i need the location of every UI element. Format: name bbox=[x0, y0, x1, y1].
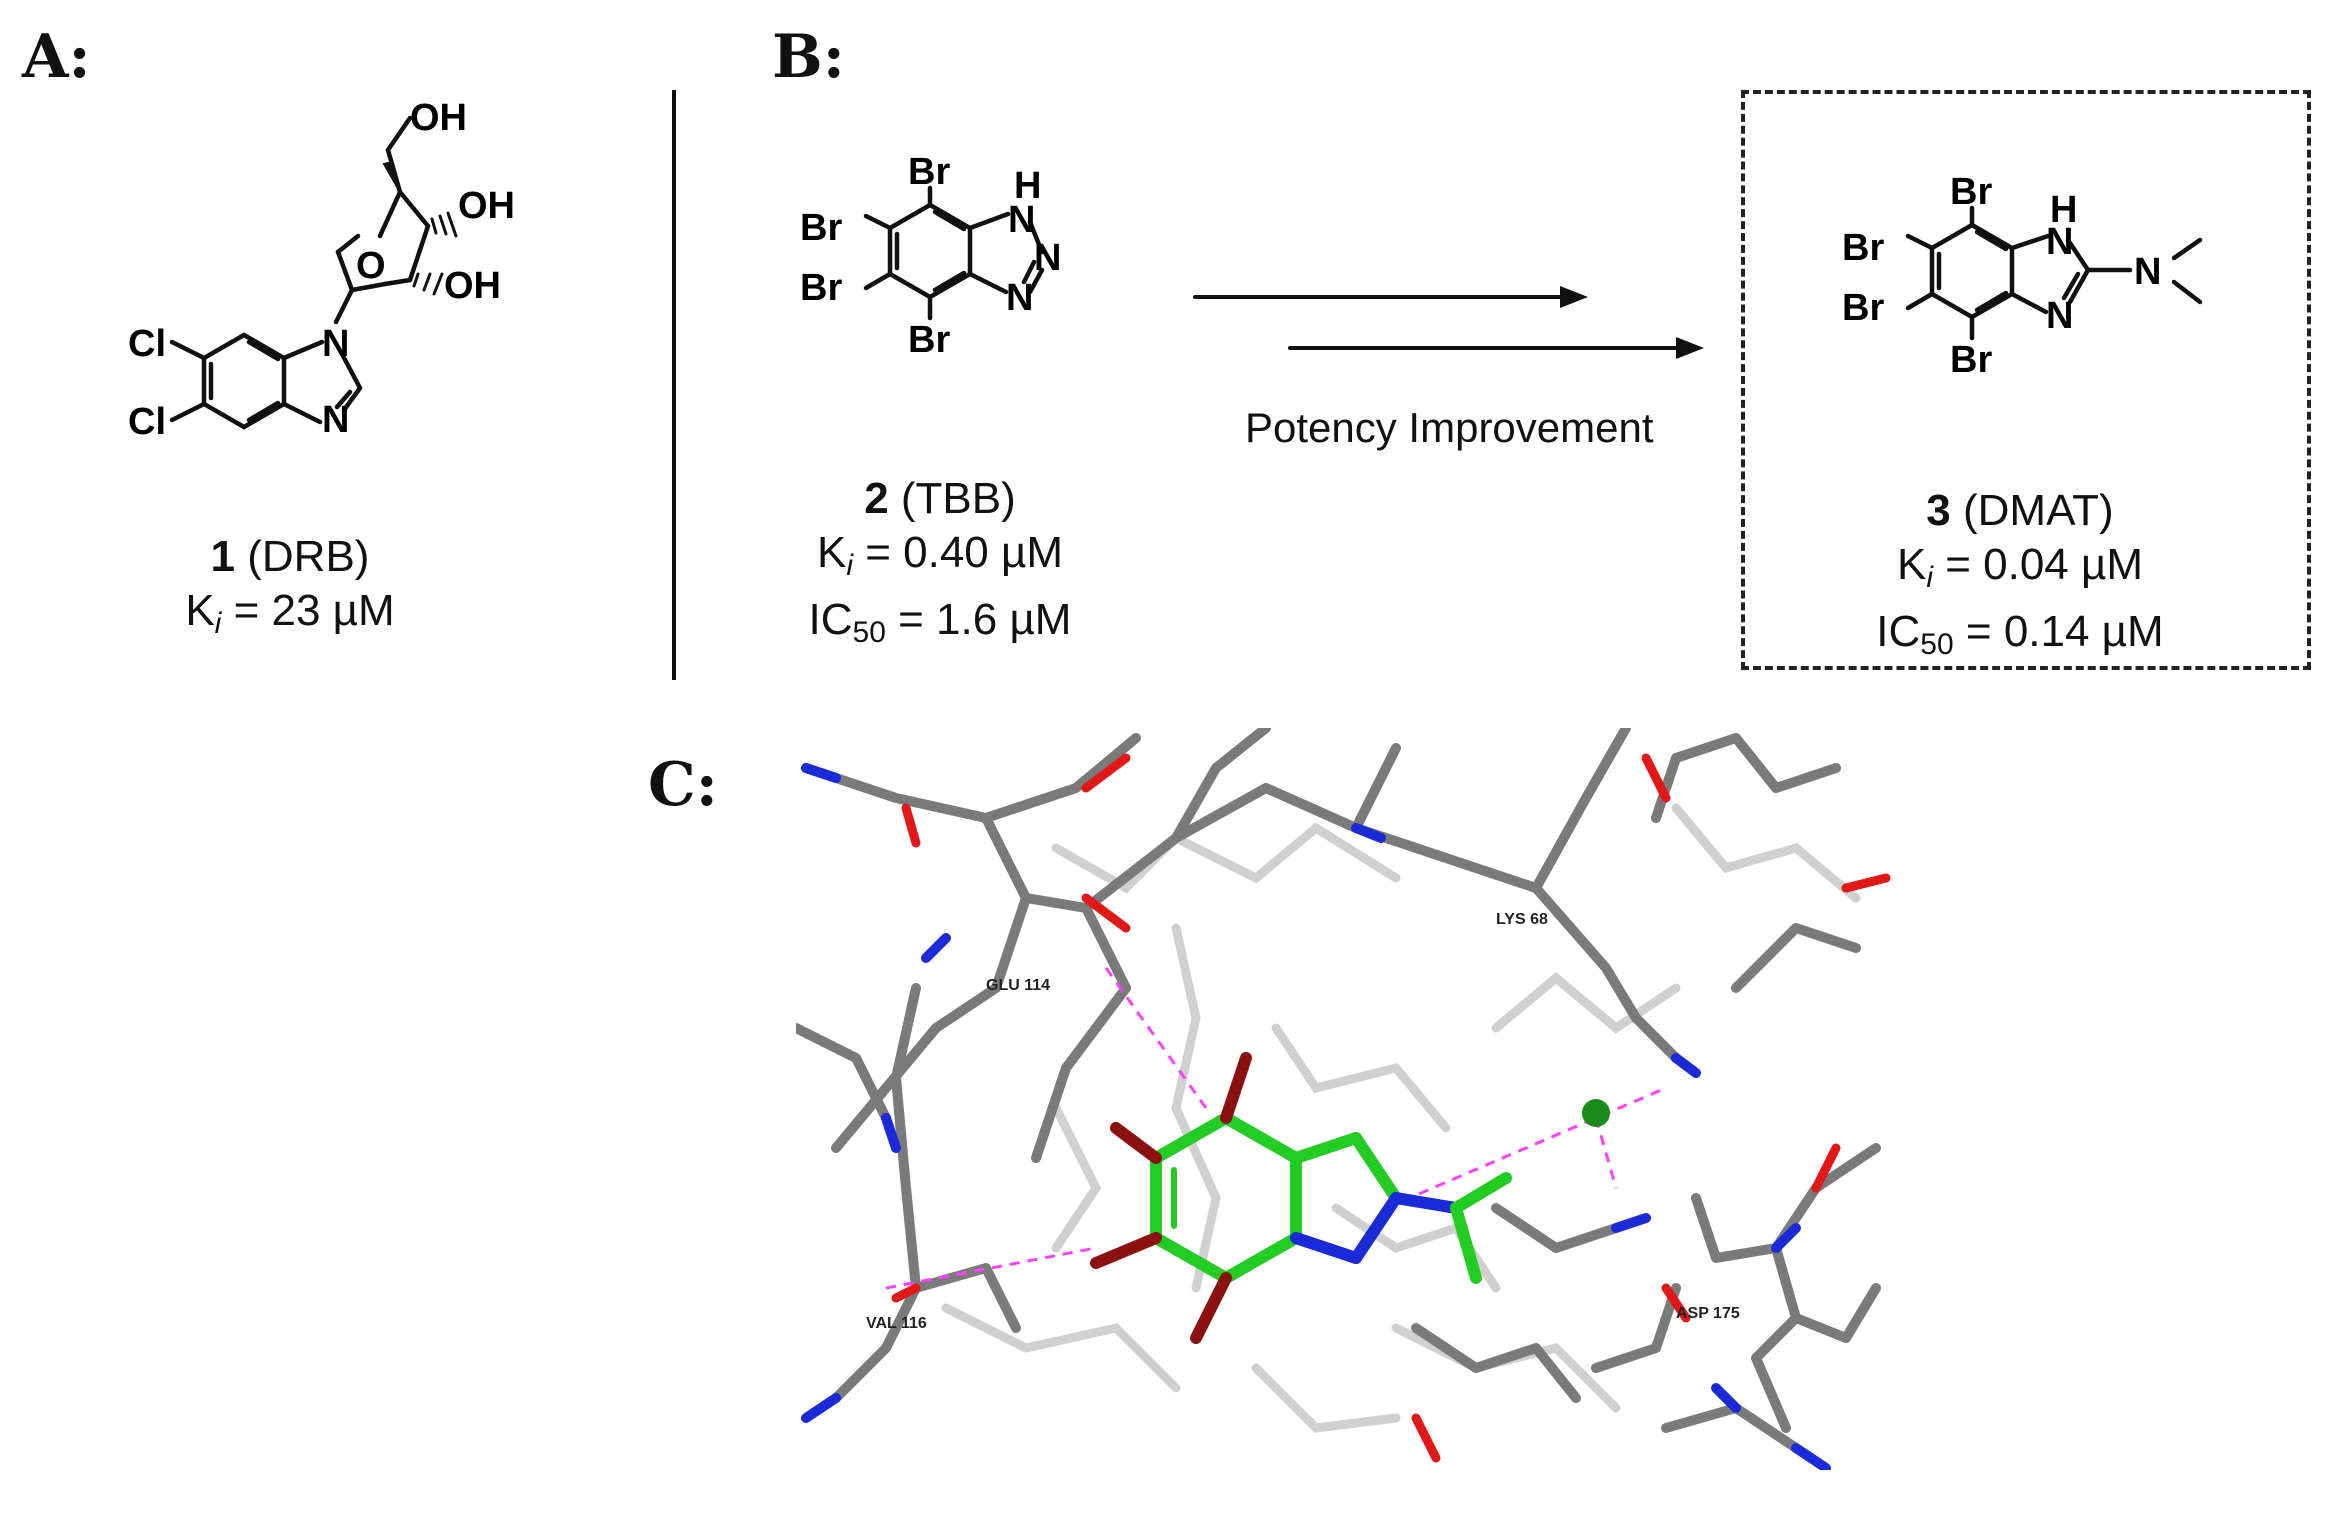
residue-label-asp175: ASP 175 bbox=[1676, 1305, 1740, 1322]
panel-a-label: A: bbox=[22, 22, 91, 92]
atom-br-left-2: Br bbox=[1842, 287, 1884, 329]
atom-br-left-1: Br bbox=[1842, 227, 1884, 269]
atom-n-3: N bbox=[1006, 277, 1033, 319]
atom-h: H bbox=[1014, 165, 1041, 207]
atom-h: H bbox=[2050, 189, 2077, 231]
reaction-arrows bbox=[1193, 295, 1682, 350]
chemical-structures: OH OH OH O N N Cl Cl Br Br Br Br H N N N… bbox=[128, 97, 2203, 443]
compound2-caption: 2 (TBB) Ki = 0.40 µM IC50 = 1.6 µM bbox=[808, 474, 1072, 649]
atom-n-dimethyl: N bbox=[2134, 251, 2161, 293]
compound1-skeleton bbox=[169, 115, 431, 430]
arrow-head-2 bbox=[1676, 337, 1704, 359]
atom-oh-1: OH bbox=[410, 97, 467, 139]
compound3-caption: 3 (DMAT) Ki = 0.04 µM IC50 = 0.14 µM bbox=[1876, 486, 2164, 661]
atom-oh-3: OH bbox=[444, 265, 501, 307]
compound2-skeleton bbox=[863, 185, 1045, 321]
atom-n-1: N bbox=[2046, 221, 2073, 263]
residue-label-lys68: LYS 68 bbox=[1496, 911, 1548, 928]
residue-label-glu114: GLU 114 bbox=[986, 977, 1050, 994]
atom-o: O bbox=[356, 245, 386, 287]
atom-n-2: N bbox=[2046, 295, 2073, 337]
water-sphere bbox=[1582, 1099, 1610, 1127]
panel-b-label: B: bbox=[772, 22, 845, 92]
atom-cl-2: Cl bbox=[128, 401, 166, 443]
atom-n-1: N bbox=[1008, 199, 1035, 241]
atom-n-2: N bbox=[322, 399, 349, 441]
atom-cl-1: Cl bbox=[128, 323, 166, 365]
panel-c-label: C: bbox=[648, 750, 718, 820]
atom-n-1: N bbox=[322, 323, 349, 365]
atom-oh-2: OH bbox=[458, 185, 515, 227]
atom-br-bottom: Br bbox=[908, 319, 950, 361]
arrow-head-1 bbox=[1560, 286, 1588, 308]
residue-label-val116: VAL 116 bbox=[866, 1315, 927, 1332]
compound1-caption: 1 (DRB) Ki = 23 µM bbox=[185, 532, 395, 640]
atom-br-top: Br bbox=[908, 151, 950, 193]
atom-br-top: Br bbox=[1950, 171, 1992, 213]
atom-br-bottom: Br bbox=[1950, 339, 1992, 381]
potency-improvement-label: Potency Improvement bbox=[1245, 404, 1654, 451]
atom-n-2: N bbox=[1034, 237, 1061, 279]
atom-br-left-1: Br bbox=[800, 207, 842, 249]
docking-pose-image: GLU 114 LYS 68 VAL 116 ASP 175 bbox=[796, 728, 1892, 1470]
atom-br-left-2: Br bbox=[800, 267, 842, 309]
compound3-skeleton bbox=[1905, 205, 2203, 341]
dmat-highlight-box bbox=[1741, 90, 2311, 670]
panel-divider bbox=[672, 90, 676, 680]
